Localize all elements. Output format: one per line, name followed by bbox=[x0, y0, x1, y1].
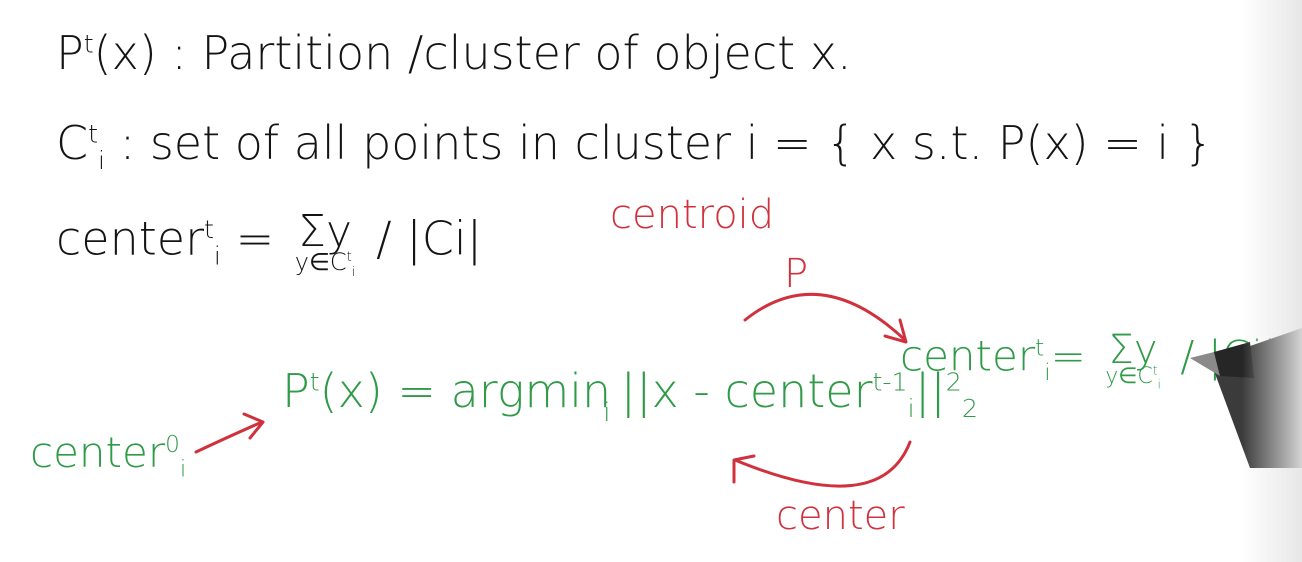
sum-symbol: Σ bbox=[298, 206, 326, 257]
c-sum-under: y∈C bbox=[1105, 364, 1153, 389]
initial-center-word: center bbox=[30, 428, 166, 477]
cluster-text: : set of all points in cluster i = { x s… bbox=[119, 116, 1214, 170]
c-sum-under-sup: t bbox=[1152, 363, 1158, 378]
sum-under-sub: i bbox=[351, 264, 356, 280]
cluster-sup: t bbox=[88, 119, 99, 149]
centroid-label: centroid bbox=[610, 192, 775, 238]
norm-close: || bbox=[914, 364, 946, 418]
cluster-sub: i bbox=[98, 146, 106, 176]
initial-center-sup: 0 bbox=[165, 432, 180, 458]
sum-under: y∈C bbox=[294, 248, 347, 276]
center-sum: Σy y∈Cti bbox=[294, 210, 356, 279]
argmin-sub: i bbox=[603, 398, 611, 428]
p-sup: t bbox=[309, 367, 320, 397]
sum-under-sup: t bbox=[346, 250, 352, 265]
partition-update-formula: Pt(x) = argmini||x - centert-1i||22 bbox=[282, 368, 978, 426]
c-sum-under-sub: i bbox=[1157, 377, 1161, 392]
center-sub: i bbox=[213, 241, 221, 271]
c-sub: i bbox=[1044, 359, 1051, 386]
partition-sup: t bbox=[83, 29, 94, 59]
c-word: center bbox=[900, 331, 1036, 381]
initial-center: center0i bbox=[30, 432, 186, 481]
norm-sub: i bbox=[907, 394, 915, 424]
initial-center-sub: i bbox=[179, 456, 187, 483]
center-tail: / |Ci| bbox=[376, 211, 483, 266]
center-sup: t bbox=[204, 215, 214, 245]
c-equals: = bbox=[1050, 331, 1086, 381]
norm-pow: 2 bbox=[945, 367, 962, 397]
cycle-arrow-bottom bbox=[733, 440, 912, 488]
definition-partition: Pt(x) : Partition /cluster of object x. bbox=[56, 30, 852, 76]
center-word: center bbox=[56, 211, 204, 266]
cycle-arrow-bottom-head bbox=[732, 454, 756, 484]
p-expr: (x) = argmin bbox=[319, 364, 612, 418]
c-sum-term: y bbox=[1133, 327, 1158, 373]
start-arrow-head bbox=[242, 412, 265, 440]
partition-symbol: P bbox=[56, 26, 84, 80]
norm-sup: t-1 bbox=[872, 367, 908, 397]
sum-term: y bbox=[325, 206, 353, 257]
cluster-symbol: C bbox=[56, 116, 89, 170]
norm-expr: ||x - center bbox=[620, 364, 873, 418]
center-equals: = bbox=[235, 211, 275, 266]
definition-cluster-set: Cti : set of all points in cluster i = {… bbox=[56, 119, 1213, 173]
definition-center: centerti = Σy y∈Cti / |Ci| bbox=[56, 210, 483, 279]
p-symbol: P bbox=[282, 364, 310, 418]
partition-arg: (x) bbox=[93, 26, 157, 80]
partition-text: : Partition /cluster of object x. bbox=[171, 26, 852, 80]
c-sup: t bbox=[1035, 335, 1045, 362]
norm-base: 2 bbox=[961, 394, 978, 424]
arrow-center-label: center bbox=[776, 493, 905, 539]
arrow-p-label: P bbox=[784, 251, 809, 297]
edge-shadow bbox=[1242, 0, 1302, 562]
c-sum-symbol: Σ bbox=[1108, 327, 1134, 373]
cycle-arrow-top-head bbox=[883, 318, 908, 344]
cycle-arrow-top bbox=[743, 292, 907, 342]
c-sum: Σy y∈Cti bbox=[1105, 327, 1161, 392]
start-arrow bbox=[194, 420, 264, 454]
